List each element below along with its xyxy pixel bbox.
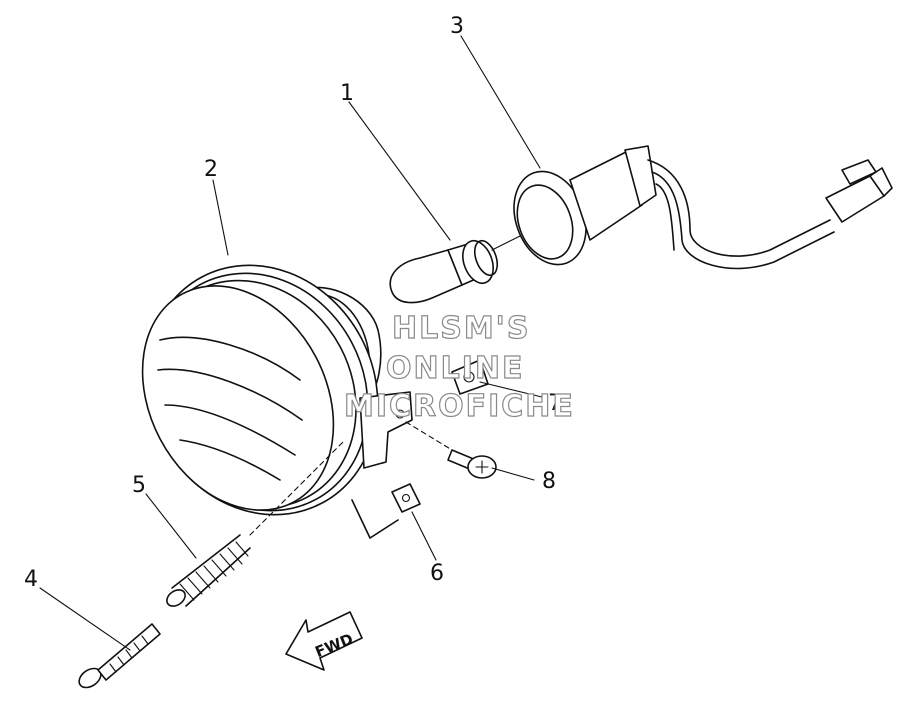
callout-7: 7	[548, 391, 562, 416]
callout-2: 2	[204, 157, 218, 182]
bulb-socket	[513, 145, 893, 270]
adjusting-screw	[78, 623, 161, 689]
fwd-arrow-icon: FWD	[285, 611, 363, 671]
callout-1: 1	[340, 81, 354, 106]
watermark-line-1: HLSM'S	[392, 311, 530, 346]
watermark: HLSM'S ONLINE MICROFICHE	[343, 310, 575, 424]
headlight-unit	[141, 264, 413, 539]
leader-lines	[39, 35, 547, 651]
callout-6: 6	[430, 561, 444, 586]
watermark-line-2: ONLINE	[386, 351, 525, 386]
adjusting-spring	[166, 534, 251, 607]
watermark-line-3: MICROFICHE	[344, 389, 575, 424]
callout-8: 8	[542, 469, 556, 494]
square-nut	[391, 483, 421, 513]
mounting-screw	[405, 421, 497, 479]
callout-5: 5	[132, 473, 146, 498]
callout-3: 3	[450, 14, 464, 39]
bulb	[389, 231, 529, 304]
callout-4: 4	[24, 567, 38, 592]
